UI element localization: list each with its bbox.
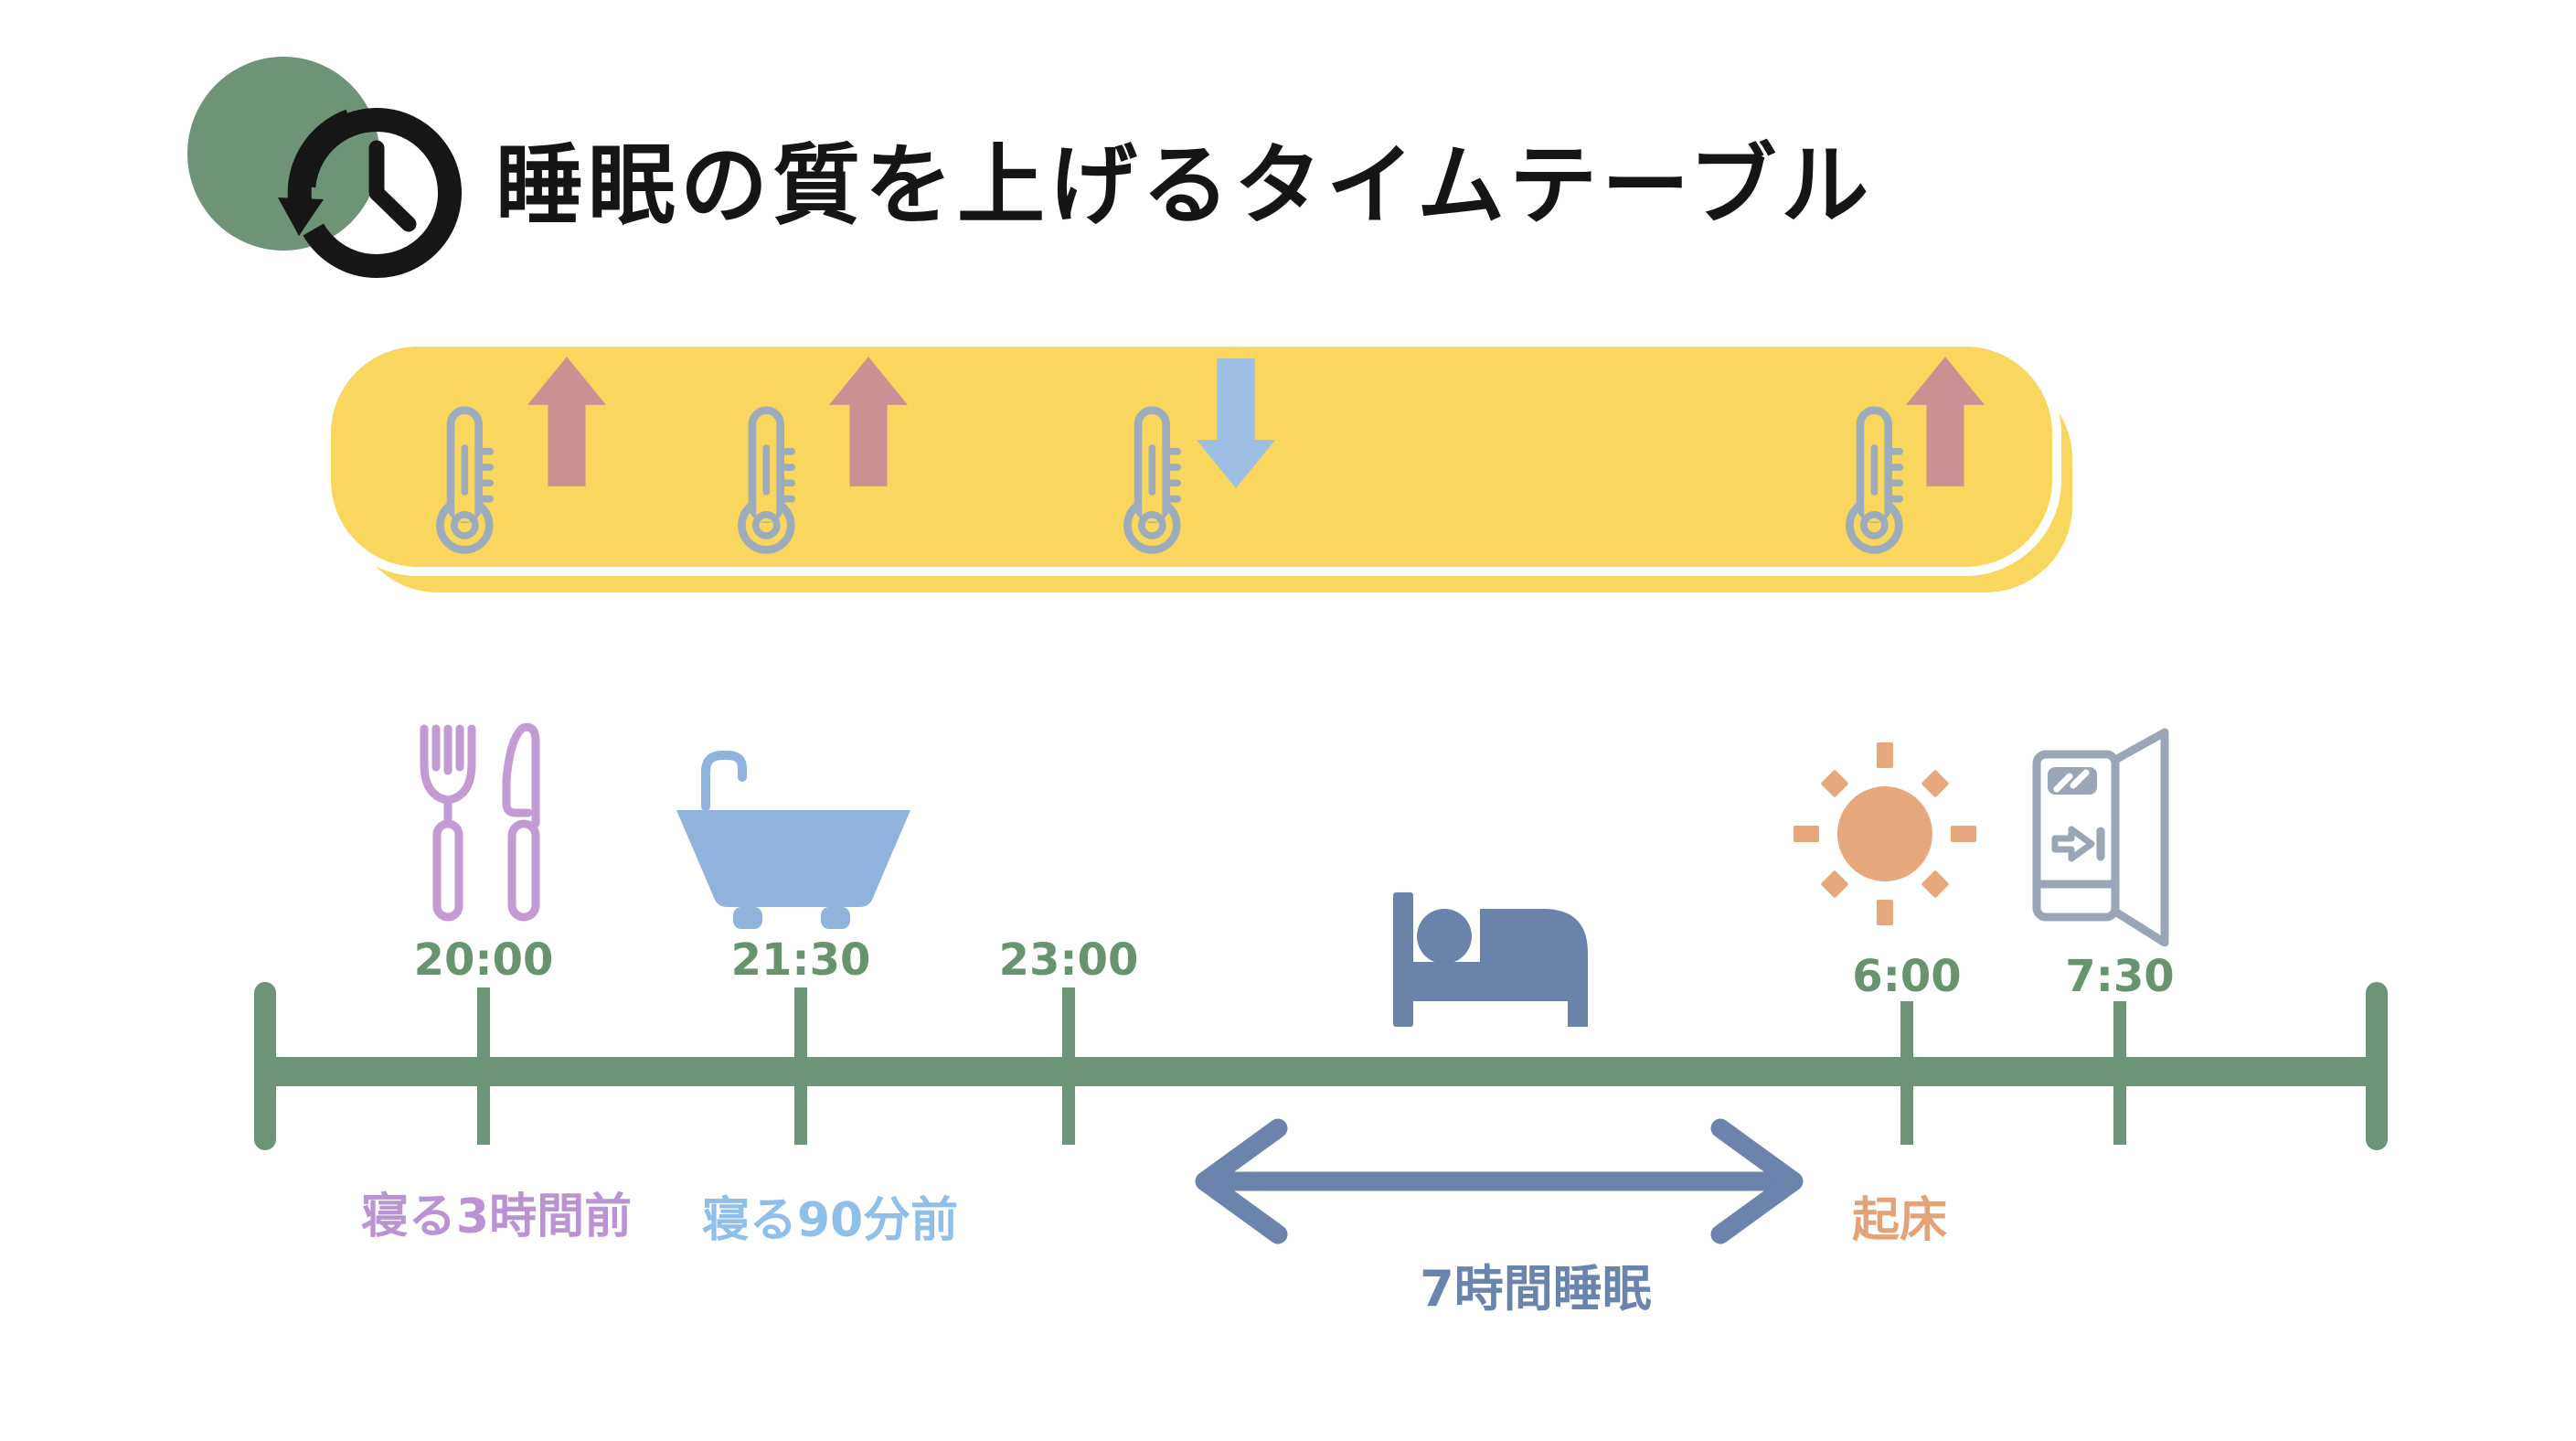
timeline-bar <box>262 1057 2377 1086</box>
thermometer-icon <box>1846 406 1903 554</box>
label-sleep-duration: 7時間睡眠 <box>1420 1260 1652 1318</box>
thermometer-icon <box>436 406 494 554</box>
timeline-start-cap <box>254 982 276 1150</box>
time-label-0600: 6:00 <box>1852 951 1962 1002</box>
bed-icon <box>1393 892 1588 1027</box>
time-label-2300: 23:00 <box>998 934 1139 986</box>
time-label-2130: 21:30 <box>730 934 871 986</box>
temp-up-arrow-icon <box>828 357 909 486</box>
title-accent-circle <box>187 57 379 251</box>
label-before-sleep-3h: 寝る3時間前 <box>360 1190 633 1244</box>
time-label-2000: 20:00 <box>413 934 554 986</box>
cutlery-icon <box>420 722 540 922</box>
timeline-tick-2300 <box>1062 987 1075 1145</box>
temp-up-arrow-icon <box>527 357 607 486</box>
label-wake-up: 起床 <box>1851 1193 1948 1248</box>
timeline-tick-0600 <box>1900 1001 1913 1145</box>
history-clock-icon <box>278 108 462 278</box>
temp-up-arrow-icon <box>1905 357 1985 486</box>
page-title: 睡眠の質を上げるタイムテーブル <box>495 133 1874 237</box>
timeline-tick-2130 <box>794 987 807 1145</box>
thermometer-icon <box>738 406 795 554</box>
timeline-end-cap <box>2366 982 2388 1150</box>
timeline-tick-0730 <box>2113 1001 2126 1145</box>
open-door-icon <box>2032 728 2169 946</box>
time-label-0730: 7:30 <box>2065 951 2175 1002</box>
label-before-sleep-90m: 寝る90分前 <box>701 1193 959 1248</box>
thermometer-icon <box>1123 406 1181 554</box>
body-temperature-banner <box>331 347 2052 567</box>
bathtub-icon <box>676 751 910 929</box>
timeline-tick-2000 <box>477 987 490 1145</box>
sleep-duration-arrow-icon <box>1195 1118 1804 1244</box>
sun-icon <box>1794 742 1976 925</box>
temp-down-arrow-icon <box>1196 358 1276 488</box>
